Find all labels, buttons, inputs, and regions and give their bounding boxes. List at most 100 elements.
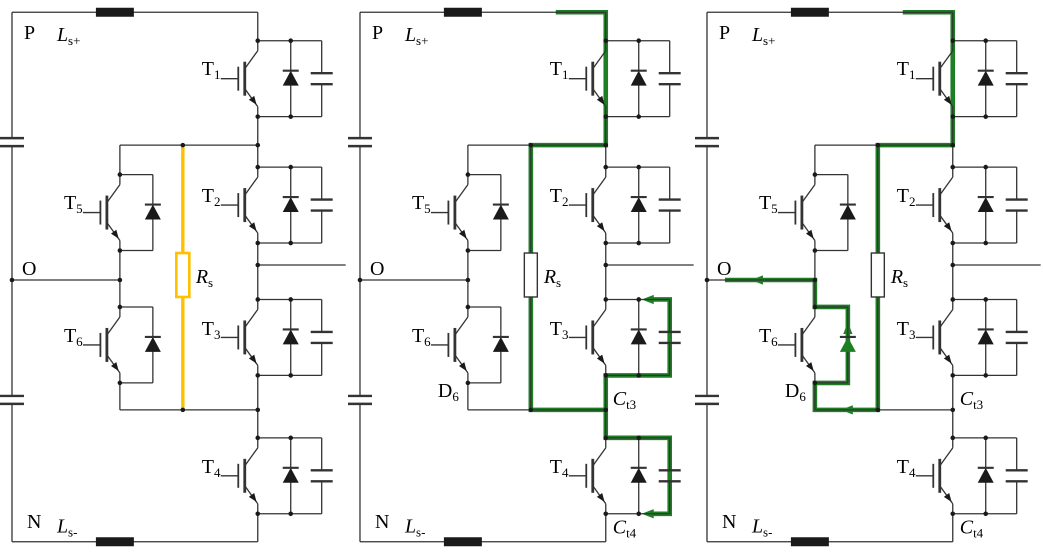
diode-triangle xyxy=(282,329,299,345)
label-main: T xyxy=(202,456,214,478)
junction-dot xyxy=(117,172,123,177)
antiparallel-diode xyxy=(282,167,299,244)
label-T5: T5 xyxy=(759,192,778,216)
igbt-symbol xyxy=(430,184,469,241)
label-P: P xyxy=(372,22,383,44)
dc-link-capacitor-upper xyxy=(347,136,372,148)
label-main: T xyxy=(549,185,561,207)
label-sub: s xyxy=(208,275,213,290)
label-main: D xyxy=(438,380,452,402)
diode-triangle xyxy=(840,336,857,352)
igbt-symbol xyxy=(568,176,606,234)
junction-dot xyxy=(117,304,123,310)
junction-dot xyxy=(636,373,641,378)
label-main: T xyxy=(759,325,771,347)
diode-D6 xyxy=(144,306,161,383)
label-sub: 2 xyxy=(562,194,568,209)
dc-link-capacitor-upper xyxy=(0,136,24,148)
label-sub: t4 xyxy=(626,526,637,541)
label-main: L xyxy=(404,516,416,538)
label-sub: s xyxy=(556,275,561,290)
collector-diag xyxy=(939,50,954,70)
snubber-capacitor-T1 xyxy=(1006,40,1029,117)
collector-diag xyxy=(591,309,606,328)
capacitor-Ct4 xyxy=(310,437,333,514)
diode-triangle xyxy=(840,204,857,220)
label-sub: s- xyxy=(68,525,77,540)
junction-dot xyxy=(950,164,956,170)
igbt-symbol xyxy=(568,309,606,366)
diode-triangle xyxy=(492,204,509,220)
switch-T2 xyxy=(916,145,1029,266)
junction-dot xyxy=(636,240,641,246)
label-main: T xyxy=(202,58,214,80)
arrowhead xyxy=(596,354,605,364)
arrowhead xyxy=(110,362,119,372)
igbt-symbol xyxy=(82,316,121,374)
label-T5: T5 xyxy=(64,192,83,216)
antiparallel-diode xyxy=(144,174,161,251)
label-T3: T3 xyxy=(897,318,916,342)
igbt-symbol xyxy=(220,50,259,108)
label-D6: D6 xyxy=(785,380,806,404)
junction-dot xyxy=(255,297,261,302)
label-sub: 5 xyxy=(424,201,430,216)
label-main: T xyxy=(897,456,909,478)
label-main: R xyxy=(195,266,208,288)
junction-dot xyxy=(255,142,261,148)
label-main: T xyxy=(897,318,909,340)
junction-dot xyxy=(603,262,608,268)
antiparallel-diode xyxy=(282,40,299,117)
label-sub: 1 xyxy=(562,67,568,82)
label-main: P xyxy=(372,22,383,44)
junction-dot xyxy=(983,164,989,170)
junction-dot xyxy=(875,142,881,148)
junction-dot xyxy=(983,114,989,119)
diode-triangle xyxy=(630,329,647,345)
label-sub: 3 xyxy=(909,327,915,342)
antiparallel-diode xyxy=(630,167,647,244)
label-P: P xyxy=(719,22,730,44)
junction-dot xyxy=(636,114,641,119)
diode-triangle xyxy=(630,197,647,213)
label-Ct4: Ct4 xyxy=(612,517,636,541)
label-sub: t4 xyxy=(973,526,984,541)
antiparallel-diode xyxy=(978,40,995,117)
label-main: N xyxy=(27,511,41,533)
junction-dot xyxy=(950,114,956,119)
arrowhead xyxy=(944,493,952,502)
antiparallel-diode xyxy=(978,437,995,514)
junction-dot xyxy=(255,240,261,246)
junction-dot xyxy=(180,142,186,148)
junction-dot xyxy=(255,164,261,170)
label-sub: 3 xyxy=(214,327,220,342)
antiparallel-diode xyxy=(492,174,509,251)
label-main: T xyxy=(64,192,76,214)
diode-D6 xyxy=(492,306,509,383)
label-sub: 6 xyxy=(76,334,83,349)
label-sub: s xyxy=(903,275,908,290)
junction-dot xyxy=(812,277,818,283)
junction-dot xyxy=(465,277,470,283)
label-main: D xyxy=(785,380,799,402)
label-P: P xyxy=(24,22,35,44)
snubber-capacitor-T2 xyxy=(310,167,333,244)
junction-dot xyxy=(603,240,608,246)
switch-T5 xyxy=(430,145,509,280)
label-sub: 4 xyxy=(909,465,916,480)
snubber-capacitor-T1 xyxy=(310,40,333,117)
igbt-symbol xyxy=(568,50,606,108)
label-Lsp: Ls+ xyxy=(56,24,80,48)
igbt-symbol xyxy=(82,184,121,241)
antiparallel-diode xyxy=(840,174,857,251)
junction-dot xyxy=(255,407,261,413)
label-main: P xyxy=(24,22,35,44)
capacitor-Ct3 xyxy=(310,299,333,376)
label-T6: T6 xyxy=(759,325,778,349)
label-N: N xyxy=(27,511,41,533)
junction-dot xyxy=(812,380,818,386)
label-Lsm: Ls- xyxy=(751,516,772,540)
label-main: L xyxy=(751,24,763,46)
